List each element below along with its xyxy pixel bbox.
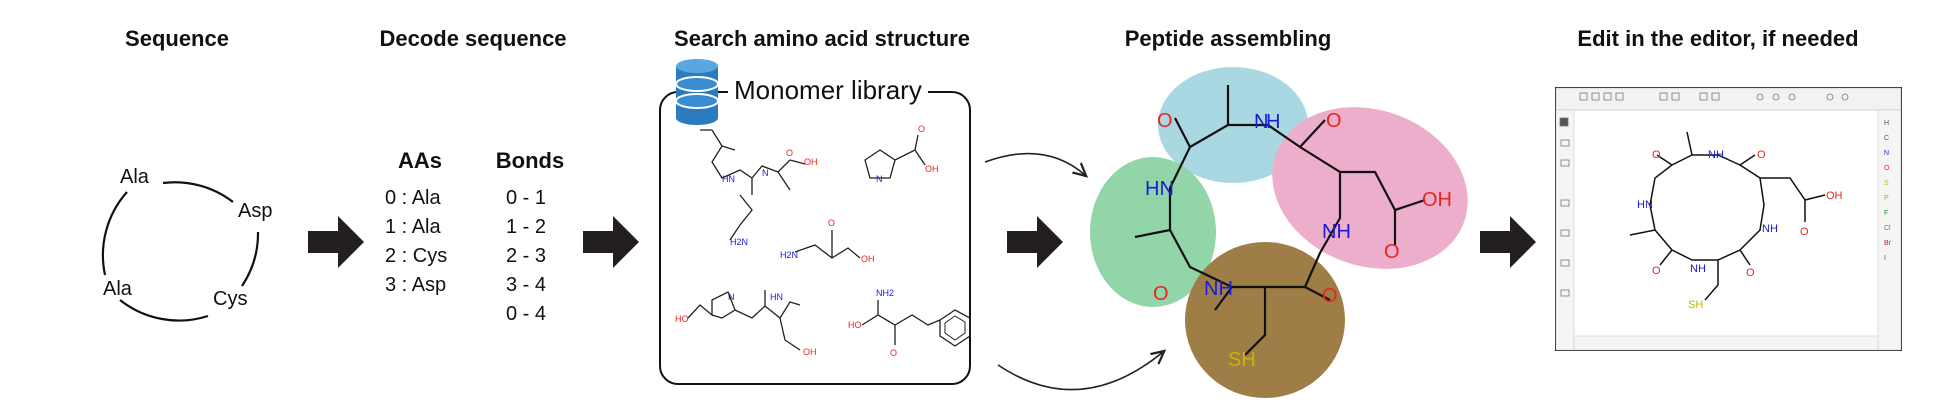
svg-text:Cl: Cl bbox=[1884, 225, 1891, 232]
het-hn-dip: HN bbox=[770, 292, 783, 302]
ring-residue-3: Ala bbox=[103, 278, 132, 300]
bond-3: 3 - 4 bbox=[506, 274, 547, 296]
atom-oh: OH bbox=[1422, 189, 1452, 211]
atom-nh-1: H bbox=[1266, 111, 1280, 133]
aa-2: 2 : Cys bbox=[385, 245, 448, 267]
svg-text:O: O bbox=[1884, 165, 1890, 172]
bond-2: 2 - 3 bbox=[506, 245, 547, 267]
aas-header: AAs bbox=[397, 148, 443, 173]
svg-text:N: N bbox=[1884, 150, 1889, 157]
ring-residue-2: Cys bbox=[213, 288, 248, 310]
het-oh-1: OH bbox=[804, 157, 818, 167]
atom-nh-2: NH bbox=[1322, 221, 1351, 243]
assembly-blobs bbox=[1090, 67, 1468, 398]
arrow-1 bbox=[308, 216, 364, 268]
blob-pink bbox=[1272, 107, 1468, 269]
atom-n-1: N bbox=[1254, 111, 1268, 133]
arrow-2 bbox=[583, 216, 639, 268]
title-search: Search amino acid structure bbox=[674, 26, 970, 51]
ed-o-5: O bbox=[1746, 267, 1755, 279]
het-o-phe: O bbox=[890, 348, 897, 358]
het-nh-pro: N bbox=[876, 174, 883, 184]
title-edit: Edit in the editor, if needed bbox=[1577, 26, 1859, 51]
library-molecules bbox=[687, 129, 971, 351]
het-h2n-gly: H2N bbox=[780, 250, 798, 260]
bond-4: 0 - 4 bbox=[506, 303, 547, 325]
atom-o-1: O bbox=[1157, 110, 1173, 132]
svg-text:I: I bbox=[1884, 255, 1886, 262]
svg-text:S: S bbox=[1884, 180, 1889, 187]
aa-3: 3 : Asp bbox=[385, 274, 447, 296]
bonds-list: 0 - 1 1 - 2 2 - 3 3 - 4 0 - 4 bbox=[506, 184, 546, 329]
het-h2n-1: H2N bbox=[730, 237, 748, 247]
aa-0: 0 : Ala bbox=[385, 187, 441, 209]
atom-o-2: O bbox=[1326, 110, 1342, 132]
ed-nh-3: NH bbox=[1690, 263, 1706, 275]
atom-sh: SH bbox=[1228, 349, 1256, 371]
title-sequence: Sequence bbox=[125, 26, 229, 51]
ed-sh: SH bbox=[1688, 299, 1703, 311]
title-assemble: Peptide assembling bbox=[1124, 26, 1332, 51]
het-oh-gly: OH bbox=[861, 254, 875, 264]
step-arrows bbox=[308, 216, 1536, 268]
monomer-library-label: Monomer library bbox=[728, 75, 928, 106]
aa-1: 1 : Ala bbox=[385, 216, 441, 238]
atom-o-3: O bbox=[1384, 241, 1400, 263]
svg-text:P: P bbox=[1884, 195, 1889, 202]
ed-o-1: O bbox=[1652, 149, 1661, 161]
ed-o-3: O bbox=[1800, 226, 1809, 238]
svg-text:C: C bbox=[1884, 135, 1889, 142]
het-nh-1: HN bbox=[722, 174, 735, 184]
het-ho-phe: HO bbox=[848, 320, 862, 330]
ring-residue-1: Asp bbox=[238, 200, 273, 222]
het-n-dip: N bbox=[728, 292, 735, 302]
het-n-2: N bbox=[762, 168, 769, 178]
atom-o-5: O bbox=[1322, 285, 1338, 307]
svg-text:Br: Br bbox=[1884, 240, 1892, 247]
ring-residue-0: Ala bbox=[120, 166, 149, 188]
cyclic-peptide bbox=[1134, 85, 1426, 356]
arrow-4 bbox=[1480, 216, 1536, 268]
ed-nh-2: NH bbox=[1762, 223, 1778, 235]
title-decode: Decode sequence bbox=[379, 26, 567, 51]
database-icon bbox=[675, 59, 719, 125]
curved-arrow-top bbox=[984, 152, 1085, 175]
editor-window: O NH O HN NH OH O O NH O SH H C N O S P F Cl… bbox=[1555, 87, 1902, 351]
het-o-gly: O bbox=[828, 218, 835, 228]
het-ho-dip: HO bbox=[675, 314, 689, 324]
aas-list: 0 : Ala 1 : Ala 2 : Cys 3 : Asp bbox=[385, 184, 447, 300]
library-heteroatoms: HN N OH O H2N N O OH O OH H2N HO N HN OH… bbox=[675, 124, 939, 358]
arrow-3 bbox=[1007, 216, 1063, 268]
sequence-ring bbox=[101, 181, 260, 322]
ed-hn-1: HN bbox=[1637, 199, 1653, 211]
peptide-atoms: O H N O HN NH OH O NH O O SH bbox=[1145, 110, 1452, 371]
ed-o-2: O bbox=[1757, 149, 1766, 161]
ed-oh: OH bbox=[1826, 190, 1843, 202]
svg-text:F: F bbox=[1884, 210, 1888, 217]
bond-0: 0 - 1 bbox=[506, 187, 547, 209]
monomer-library-box bbox=[659, 91, 971, 385]
bond-1: 1 - 2 bbox=[506, 216, 547, 238]
het-oh-pro: OH bbox=[925, 164, 939, 174]
atom-o-4: O bbox=[1153, 283, 1169, 305]
atom-nh-3: NH bbox=[1204, 278, 1233, 300]
curved-arrow-bottom bbox=[997, 352, 1163, 391]
bonds-header: Bonds bbox=[495, 148, 565, 173]
blob-green bbox=[1090, 157, 1216, 307]
svg-text:H: H bbox=[1884, 120, 1889, 127]
het-nh2-phe: NH2 bbox=[876, 288, 894, 298]
het-o-pro: O bbox=[918, 124, 925, 134]
ed-nh-1: NH bbox=[1708, 149, 1724, 161]
atom-hn-1: HN bbox=[1145, 178, 1174, 200]
het-oh-dip: OH bbox=[803, 347, 817, 357]
het-o-1: O bbox=[786, 148, 793, 158]
ed-o-4: O bbox=[1652, 265, 1661, 277]
